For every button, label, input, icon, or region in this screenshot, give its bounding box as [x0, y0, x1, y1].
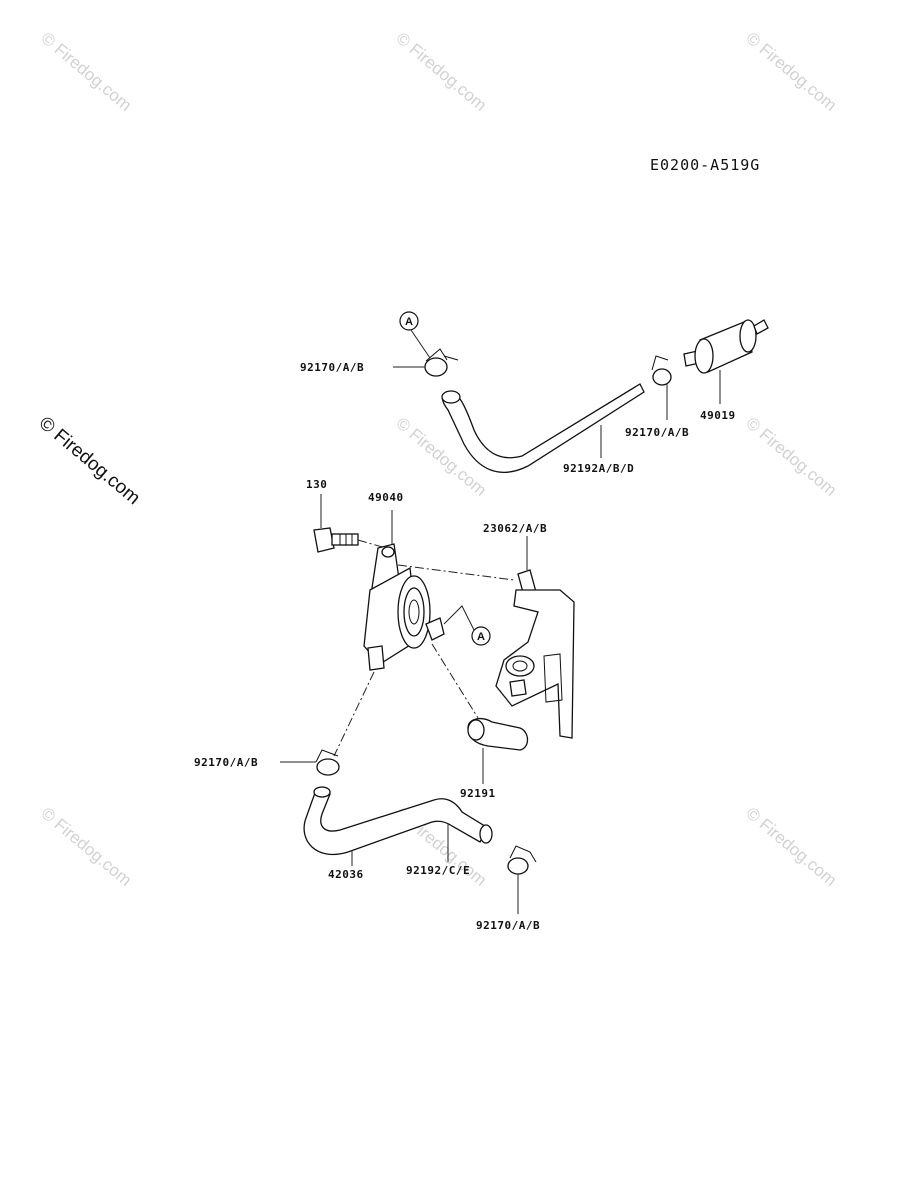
dash-pump-to-clamp — [333, 671, 375, 757]
fuel-pump — [363, 510, 515, 671]
callout-letter: A — [477, 631, 485, 643]
watermark: © Firedog.com — [742, 414, 840, 500]
label-clamp-bottom: 92170/A/B — [476, 919, 540, 932]
hose-clamp-top-right — [651, 355, 672, 420]
watermark: © Firedog.com — [742, 29, 840, 115]
watermark: © Firedog.com — [37, 29, 135, 115]
fuel-filter — [683, 319, 769, 404]
label-clamp-mid-left: 92170/A/B — [194, 756, 258, 769]
hose-clamp-bottom — [507, 845, 537, 914]
label-bolt: 130 — [306, 478, 327, 491]
diagram-code: E0200-A519G — [650, 156, 760, 174]
label-hose-upper: 92192A/B/D — [563, 462, 634, 475]
label-fuel-filter: 49019 — [700, 409, 736, 422]
watermark: © Firedog.com — [742, 804, 840, 890]
callout-letter: A — [405, 316, 413, 328]
hose-clamp-top-left — [393, 348, 459, 377]
elbow-hose — [467, 717, 529, 784]
label-hose-lower: 42036 — [328, 868, 364, 881]
side-watermark: © Firedog.com — [35, 413, 144, 509]
label-fuel-pump: 49040 — [368, 491, 404, 504]
fuel-hose-upper — [441, 383, 645, 473]
label-hose-lower-alt: 92192/C/E — [406, 864, 470, 877]
dash-pump-to-elbow — [431, 643, 479, 719]
mounting-bracket — [495, 536, 575, 739]
watermark: © Firedog.com — [392, 29, 490, 115]
watermark: © Firedog.com — [37, 804, 135, 890]
callout-a-mid: A — [443, 605, 491, 646]
fuel-hose-lower — [303, 786, 493, 866]
hose-clamp-mid-left — [280, 749, 340, 776]
label-clamp-top-right: 92170/A/B — [625, 426, 689, 439]
label-clamp-top-left: 92170/A/B — [300, 361, 364, 374]
bolt — [313, 494, 387, 553]
callout-a-top: A — [399, 311, 431, 359]
label-bracket: 23062/A/B — [483, 522, 547, 535]
label-elbow-hose: 92191 — [460, 787, 496, 800]
